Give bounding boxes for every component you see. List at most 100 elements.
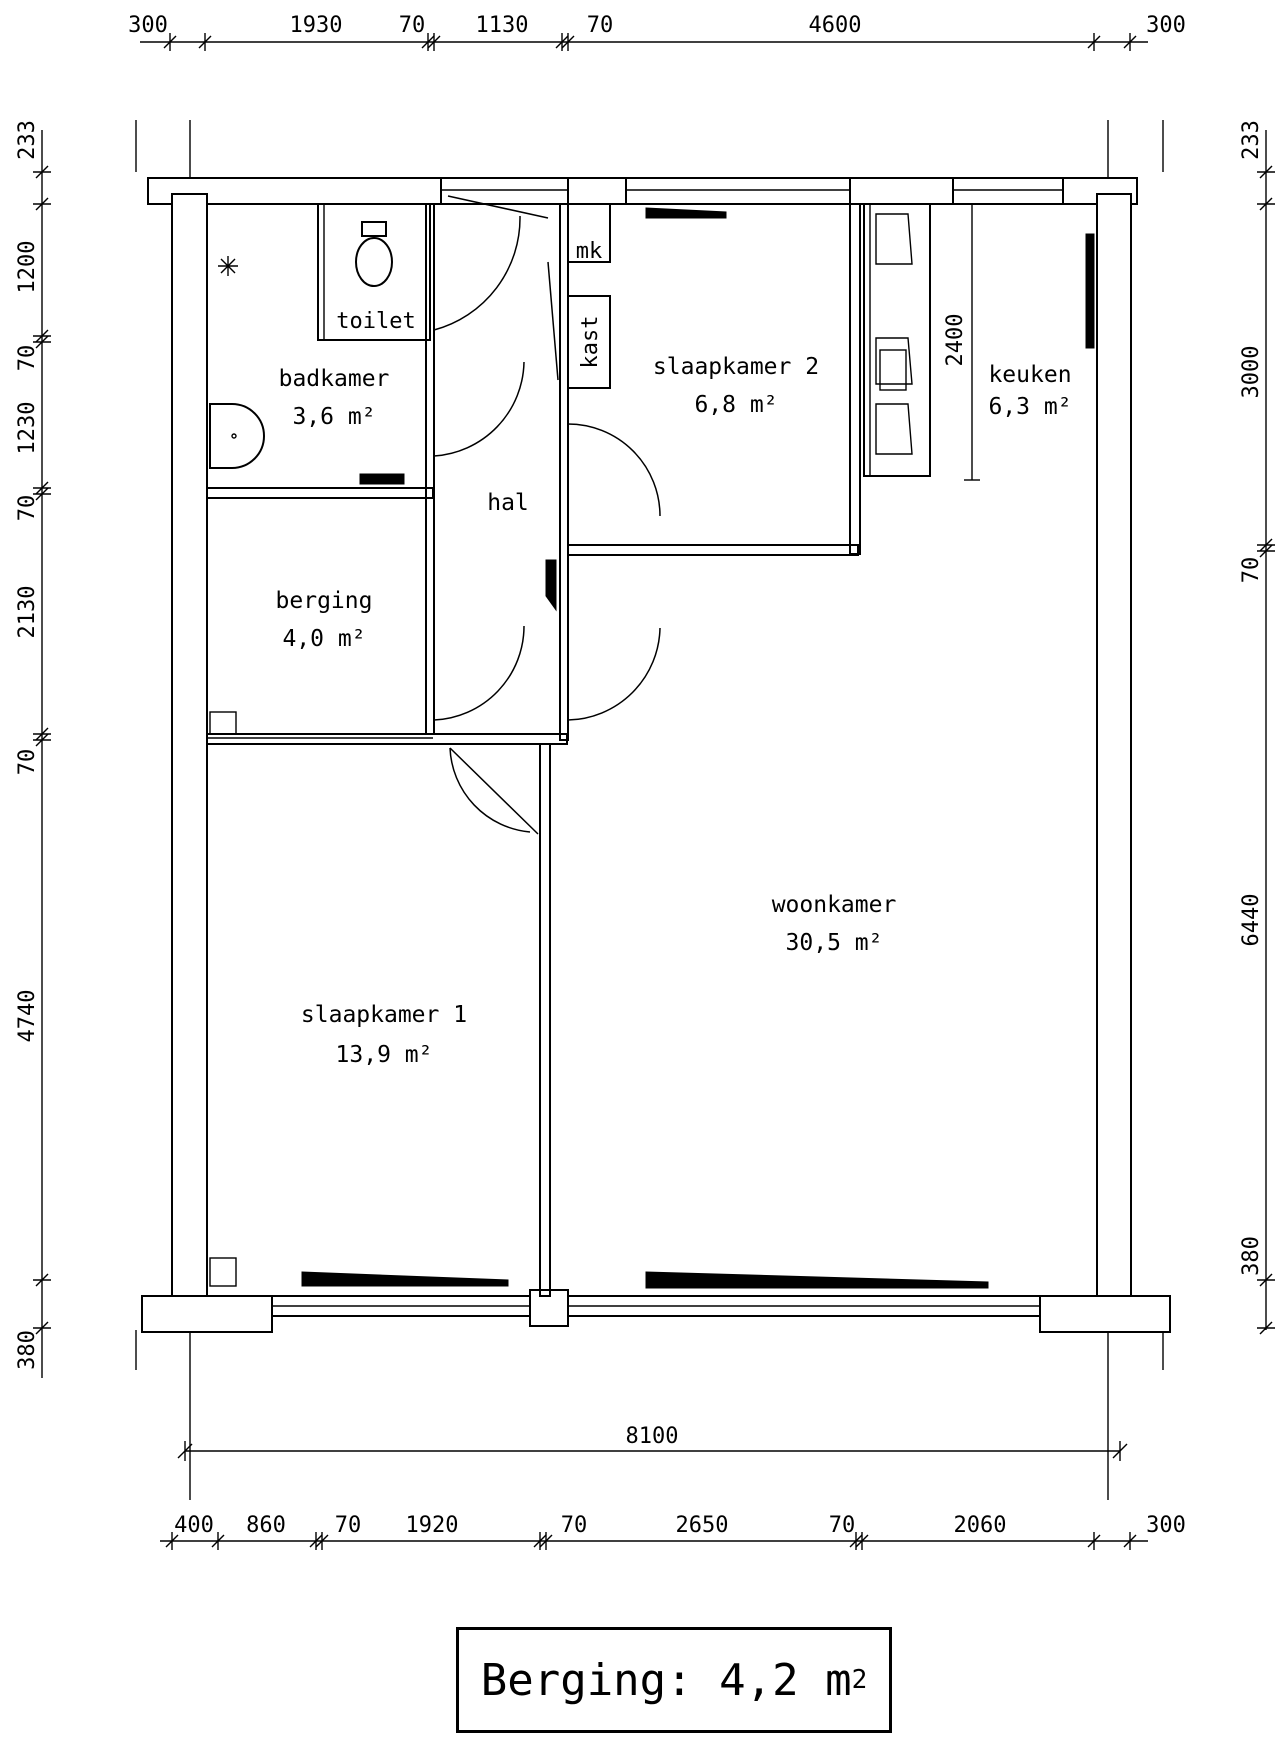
dimension-tick: [35, 335, 49, 349]
room-label-berging: berging 4,0 m²: [276, 588, 373, 652]
room-name-slaapkamer-1: slaapkamer 1: [301, 1002, 467, 1028]
dimension-tick: [421, 35, 435, 49]
dimension-tick: [309, 1534, 323, 1548]
dimension-tick: [1259, 165, 1273, 179]
overall-width-dimension: 8100: [177, 1424, 1128, 1461]
dim-bottom-7: 70: [829, 1513, 856, 1538]
dim-overall-width: 8100: [626, 1424, 679, 1449]
window-markers: [301, 207, 1095, 1289]
dim-left-9: 380: [15, 1330, 40, 1370]
dimension-tick: [35, 165, 49, 179]
dimension-tick: [555, 35, 569, 49]
bottom-dimension-labels: 400 860 70 1920 70 2650 70 2060 300: [174, 1513, 1186, 1538]
dim-left-8: 4740: [15, 990, 40, 1043]
room-area-slaapkamer-1: 13,9 m²: [336, 1042, 433, 1068]
dim-top-1: 300: [128, 13, 168, 38]
dimension-tick: [198, 35, 212, 49]
room-area-woonkamer: 30,5 m²: [786, 930, 883, 956]
room-label-slaapkamer-2: slaapkamer 2 6,8 m²: [653, 354, 819, 418]
dim-left-4: 1230: [15, 402, 40, 455]
heater-symbol: [218, 256, 238, 276]
dimension-tick: [533, 1534, 547, 1548]
left-dimension-line: [33, 130, 51, 1378]
dimension-tick: [1123, 1534, 1137, 1548]
dim-left-6: 2130: [15, 586, 40, 639]
dimension-tick: [35, 481, 49, 495]
dim-left-2: 1200: [15, 241, 40, 294]
right-dimension-line: [1257, 130, 1275, 1335]
dim-left-5: 70: [15, 495, 40, 522]
radiators: [209, 711, 237, 1287]
dim-kitchen-counter: 2400: [943, 314, 968, 367]
dimension-tick: [561, 35, 575, 49]
room-area-slaapkamer-2: 6,8 m²: [694, 392, 777, 418]
dim-top-3: 70: [399, 13, 426, 38]
room-label-keuken: keuken 6,3 m²: [988, 362, 1071, 420]
area-box-value: 4,2 m: [719, 1654, 852, 1706]
label-mk: mk: [576, 239, 603, 264]
dimension-tick: [165, 1534, 179, 1548]
room-label-hal: hal: [487, 490, 529, 516]
dim-top-7: 300: [1146, 13, 1186, 38]
dimension-tick: [1259, 544, 1273, 558]
room-label-slaapkamer-1: slaapkamer 1 13,9 m²: [301, 1002, 467, 1068]
dim-bottom-1: 400: [174, 1513, 214, 1538]
room-area-berging: 4,0 m²: [282, 626, 365, 652]
dimension-tick: [1123, 35, 1137, 49]
room-name-berging: berging: [276, 588, 373, 614]
dim-top-5: 70: [587, 13, 614, 38]
dim-left-7: 70: [15, 749, 40, 776]
toilet-fixture: [355, 221, 393, 287]
outer-walls: [141, 177, 1171, 1333]
dimension-tick: [539, 1534, 553, 1548]
dimension-tick: [315, 1534, 329, 1548]
room-label-badkamer: badkamer 3,6 m²: [279, 366, 390, 430]
dimension-tick: [1259, 1273, 1273, 1287]
dimension-tick: [855, 1534, 869, 1548]
dim-right-5: 380: [1239, 1236, 1264, 1276]
door-swings: [433, 195, 661, 835]
room-name-keuken: keuken: [988, 362, 1071, 388]
dim-bottom-8: 2060: [954, 1513, 1007, 1538]
dim-bottom-2: 860: [246, 1513, 286, 1538]
dimension-tick: [163, 35, 177, 49]
dimension-tick: [1087, 35, 1101, 49]
room-area-keuken: 6,3 m²: [988, 394, 1071, 420]
kitchen-counter: 2400: [863, 203, 980, 481]
dimension-tick: [1087, 1534, 1101, 1548]
top-dimension-labels: 300 1930 70 1130 70 4600 300: [128, 13, 1186, 38]
dim-right-3: 70: [1239, 557, 1264, 584]
dim-bottom-5: 70: [561, 1513, 588, 1538]
right-dimension-labels: 233 3000 70 6440 380: [1239, 120, 1264, 1276]
dim-left-3: 70: [15, 345, 40, 372]
dim-right-1: 233: [1239, 120, 1264, 160]
fixture-labels: toilet mk kast: [336, 239, 603, 368]
grid-lines: [135, 120, 1164, 1500]
dimension-tick: [35, 1273, 49, 1287]
dimension-tick: [1259, 197, 1273, 211]
label-kast: kast: [578, 316, 603, 369]
area-box-label: Berging:: [480, 1654, 693, 1706]
bottom-dimension-line: [160, 1532, 1148, 1550]
dim-top-2: 1930: [290, 13, 343, 38]
area-box-unit-superscript: 2: [851, 1665, 868, 1695]
room-area-badkamer: 3,6 m²: [292, 404, 375, 430]
dim-bottom-3: 70: [335, 1513, 362, 1538]
dim-left-1: 233: [15, 120, 40, 160]
dimension-tick: [1259, 538, 1273, 552]
sink-fixture: [209, 403, 265, 469]
dimension-tick: [427, 35, 441, 49]
dimension-tick: [849, 1534, 863, 1548]
room-name-slaapkamer-2: slaapkamer 2: [653, 354, 819, 380]
room-name-badkamer: badkamer: [279, 366, 390, 392]
dimension-tick: [1259, 1321, 1273, 1335]
dimension-tick: [35, 733, 49, 747]
top-dimension-line: [140, 33, 1148, 51]
label-toilet: toilet: [336, 309, 415, 334]
dim-right-4: 6440: [1239, 894, 1264, 947]
dim-bottom-9: 300: [1146, 1513, 1186, 1538]
dim-right-2: 3000: [1239, 346, 1264, 399]
left-dimension-labels: 233 1200 70 1230 70 2130 70 4740 380: [15, 120, 40, 1370]
